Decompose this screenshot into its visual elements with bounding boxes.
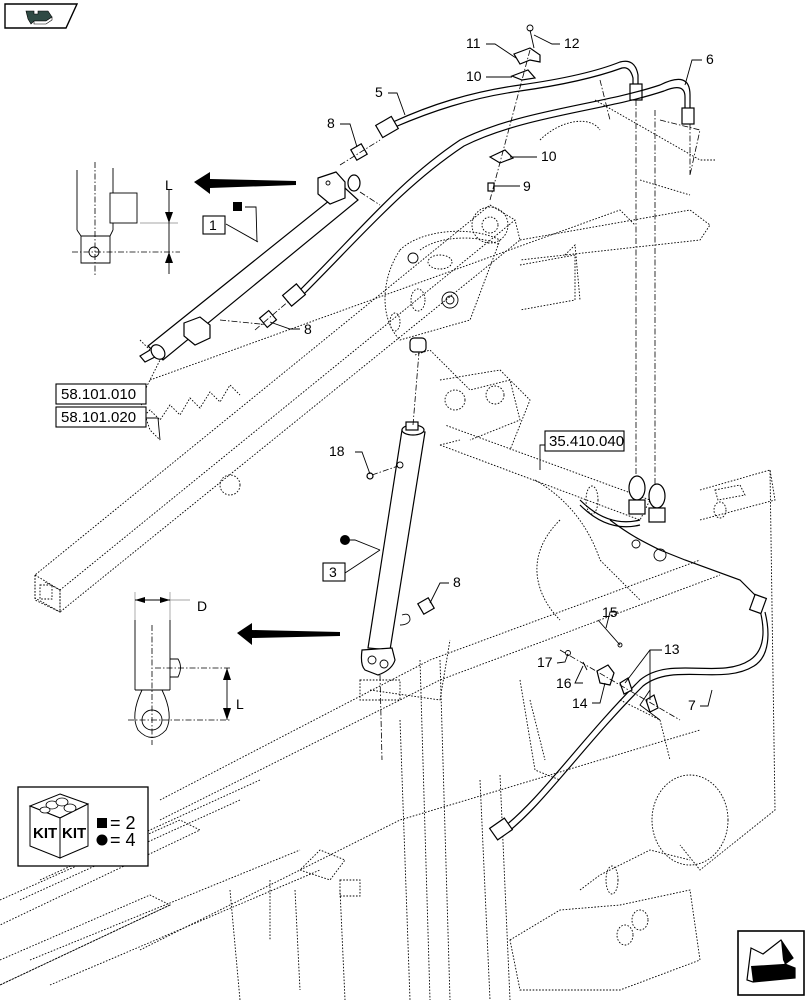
callout-8-cylinder[interactable]: 8 xyxy=(453,574,461,590)
kit-legend: KIT KIT = 2 = 4 xyxy=(17,786,149,867)
callout-labels: 1 3 5 6 7 8 8 8 9 10 10 11 12 13 14 15 1… xyxy=(202,35,714,713)
arrow-forward-icon xyxy=(737,930,805,996)
dimension-label-L: L xyxy=(165,177,173,193)
svg-text:35.410.040[interactable]: 35.410.040 xyxy=(549,433,624,450)
fitting-8-bottom xyxy=(254,299,291,331)
callout-13[interactable]: 13 xyxy=(664,641,680,657)
callout-7[interactable]: 7 xyxy=(688,697,696,713)
hydraulic-hose-6 xyxy=(281,78,695,490)
callout-box-3 xyxy=(322,562,346,582)
clamp-assembly xyxy=(487,24,541,201)
callout-15[interactable]: 15 xyxy=(602,604,618,620)
callout-1[interactable]: 1 xyxy=(209,217,217,233)
puzzle-arrow-back-icon xyxy=(4,3,79,29)
hydraulic-hose-7 xyxy=(488,593,769,841)
fitting-8-top xyxy=(339,139,381,166)
reference-links: 58.101.010 58.101.020 35.410.040 xyxy=(55,383,625,452)
callout-12[interactable]: 12 xyxy=(564,35,580,51)
kit-circle-count: = 4 xyxy=(110,830,136,850)
svg-text:58.101.010[interactable]: 58.101.010 xyxy=(61,386,136,403)
bracket-parts-13-17 xyxy=(559,619,681,761)
kit-text-right: KIT xyxy=(62,825,86,842)
kit-square-icon xyxy=(97,818,107,828)
detail-view-cylinder-1: L xyxy=(72,162,180,275)
kit-box-icon: KIT KIT xyxy=(28,793,90,859)
kit-square-count: = 2 xyxy=(110,813,136,833)
arrow-left-icon xyxy=(194,172,296,194)
detail-view-cylinder-3: D L xyxy=(128,592,244,745)
dimension-label-L: L xyxy=(236,696,244,712)
callout-5[interactable]: 5 xyxy=(375,84,383,100)
callout-8-top[interactable]: 8 xyxy=(327,115,335,131)
reference-58-101-020[interactable]: 58.101.020 xyxy=(55,406,147,428)
hydraulic-hose-5 xyxy=(374,60,643,480)
arrow-left-icon xyxy=(237,623,340,645)
callout-14[interactable]: 14 xyxy=(572,695,588,711)
kit-square-icon xyxy=(233,202,242,211)
reference-35-410-040[interactable]: 35.410.040 xyxy=(544,430,625,452)
valve-block xyxy=(585,475,667,562)
kit-circle-icon xyxy=(96,834,108,846)
leader-lines xyxy=(146,34,713,707)
next-page-button[interactable] xyxy=(737,930,805,996)
callout-11[interactable]: 11 xyxy=(466,35,481,51)
callout-9[interactable]: 9 xyxy=(523,178,531,194)
frame-structure xyxy=(0,79,776,1000)
previous-page-button[interactable] xyxy=(4,3,79,29)
callout-6[interactable]: 6 xyxy=(706,51,714,67)
hydraulic-cylinder-1 xyxy=(139,171,381,363)
callout-10-lower[interactable]: 10 xyxy=(541,148,557,164)
dimension-label-D: D xyxy=(197,598,207,614)
callout-8-bottom[interactable]: 8 xyxy=(304,321,312,337)
callout-17[interactable]: 17 xyxy=(537,654,553,670)
callout-18[interactable]: 18 xyxy=(329,443,345,459)
callout-box-1 xyxy=(202,215,226,235)
hydraulic-cylinder-3 xyxy=(359,337,451,761)
svg-text:58.101.020[interactable]: 58.101.020 xyxy=(61,409,136,426)
kit-text-left: KIT xyxy=(33,825,57,842)
kit-circle-icon xyxy=(340,535,350,545)
callout-16[interactable]: 16 xyxy=(556,675,572,691)
callout-3[interactable]: 3 xyxy=(329,564,337,580)
reference-58-101-010[interactable]: 58.101.010 xyxy=(55,383,147,405)
callout-10-top[interactable]: 10 xyxy=(466,68,482,84)
